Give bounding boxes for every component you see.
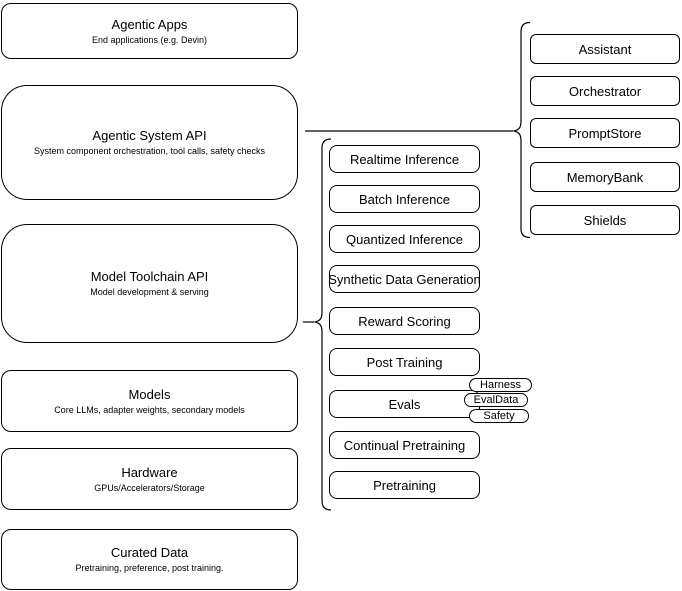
node-model-toolchain-api: Model Toolchain API Model development & … bbox=[1, 224, 298, 343]
node-subtitle: End applications (e.g. Devin) bbox=[91, 34, 208, 45]
node-subtitle: GPUs/Accelerators/Storage bbox=[94, 482, 205, 493]
node-title: Curated Data bbox=[110, 545, 189, 560]
tag-label: Harness bbox=[480, 379, 521, 391]
node-pretraining: Pretraining bbox=[329, 471, 480, 499]
tag-evaldata: EvalData bbox=[464, 393, 528, 407]
node-assistant: Assistant bbox=[530, 34, 680, 64]
node-label: Realtime Inference bbox=[349, 151, 460, 167]
node-orchestrator: Orchestrator bbox=[530, 76, 680, 106]
node-memorybank: MemoryBank bbox=[530, 162, 680, 192]
node-label: Evals bbox=[388, 396, 421, 412]
toolchain-services-brace bbox=[314, 138, 332, 511]
node-curated-data: Curated Data Pretraining, preference, po… bbox=[1, 529, 298, 590]
node-title: Models bbox=[128, 386, 171, 402]
node-label: Pretraining bbox=[373, 477, 436, 493]
node-models: Models Core LLMs, adapter weights, secon… bbox=[1, 370, 298, 432]
tag-label: Safety bbox=[483, 410, 515, 422]
node-shields: Shields bbox=[530, 205, 680, 235]
node-label: Post Training bbox=[366, 354, 443, 370]
node-subtitle: Core LLMs, adapter weights, secondary mo… bbox=[54, 404, 245, 415]
node-title: Agentic Apps bbox=[111, 16, 188, 32]
node-subtitle: Pretraining, preference, post training. bbox=[75, 563, 224, 573]
node-quantized-inference: Quantized Inference bbox=[329, 225, 480, 253]
tag-harness: Harness bbox=[469, 378, 532, 392]
tag-safety: Safety bbox=[469, 409, 529, 423]
node-label: Shields bbox=[583, 212, 627, 228]
node-label: Assistant bbox=[578, 41, 632, 57]
node-label: MemoryBank bbox=[566, 169, 644, 185]
node-title: Agentic System API bbox=[92, 128, 207, 143]
node-reward-scoring: Reward Scoring bbox=[329, 307, 480, 335]
node-label: Quantized Inference bbox=[345, 231, 464, 247]
node-label: Batch Inference bbox=[358, 191, 451, 207]
tag-label: EvalData bbox=[473, 394, 519, 406]
node-subtitle: System component orchestration, tool cal… bbox=[33, 146, 266, 156]
system-components-brace bbox=[513, 21, 531, 239]
node-label: PromptStore bbox=[568, 125, 642, 141]
node-continual-pretraining: Continual Pretraining bbox=[329, 431, 480, 459]
node-title: Model Toolchain API bbox=[90, 269, 209, 284]
node-label: Continual Pretraining bbox=[343, 437, 466, 453]
node-synthetic-data-generation: Synthetic Data Generation bbox=[328, 265, 481, 293]
node-agentic-apps: Agentic Apps End applications (e.g. Devi… bbox=[1, 3, 298, 59]
node-agentic-system-api: Agentic System API System component orch… bbox=[1, 85, 298, 200]
node-post-training: Post Training bbox=[329, 348, 480, 376]
node-evals: Evals bbox=[329, 390, 480, 418]
node-label: Synthetic Data Generation bbox=[328, 271, 481, 287]
node-hardware: Hardware GPUs/Accelerators/Storage bbox=[1, 448, 298, 510]
node-promptstore: PromptStore bbox=[530, 118, 680, 148]
node-label: Reward Scoring bbox=[358, 313, 451, 329]
node-batch-inference: Batch Inference bbox=[329, 185, 480, 213]
node-subtitle: Model development & serving bbox=[90, 287, 209, 297]
node-realtime-inference: Realtime Inference bbox=[329, 145, 480, 173]
node-label: Orchestrator bbox=[568, 83, 642, 99]
node-title: Hardware bbox=[121, 464, 178, 480]
